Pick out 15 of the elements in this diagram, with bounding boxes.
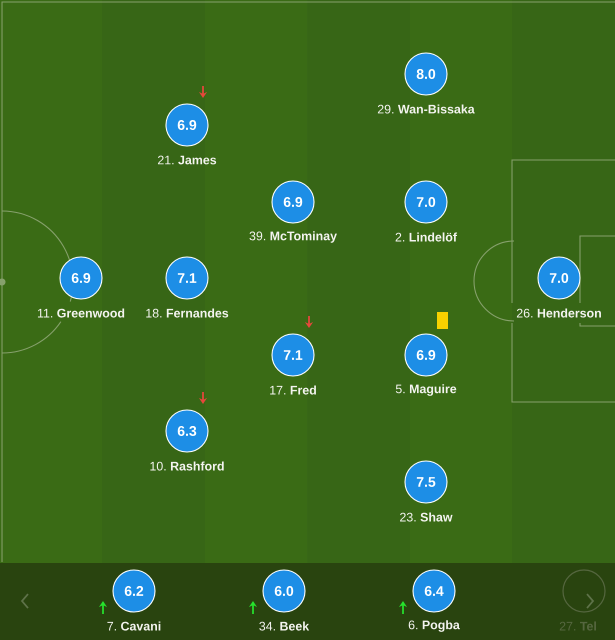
player-name: 29. Wan-Bissaka [378,104,475,114]
empty-circle [562,569,606,613]
player-name: 18. Fernandes [146,308,228,318]
player-name: 26. Henderson [516,308,601,318]
player-name: 6. Pogba [408,620,460,632]
player-name: 23. Shaw [400,512,453,522]
player-name: 11. Greenwood [38,308,124,318]
player-name: 39. McTominay [250,231,337,243]
player-name: 2. Lindelöf [396,232,458,242]
player-name: 34. Beek [259,621,310,631]
player-name: 5. Maguire [396,384,456,396]
player-name: 10. Rashford [150,461,224,471]
player-name: 17. Fred [270,385,316,395]
player-name: 21. James [158,156,216,164]
player-name: 7. Cavani [107,621,160,631]
